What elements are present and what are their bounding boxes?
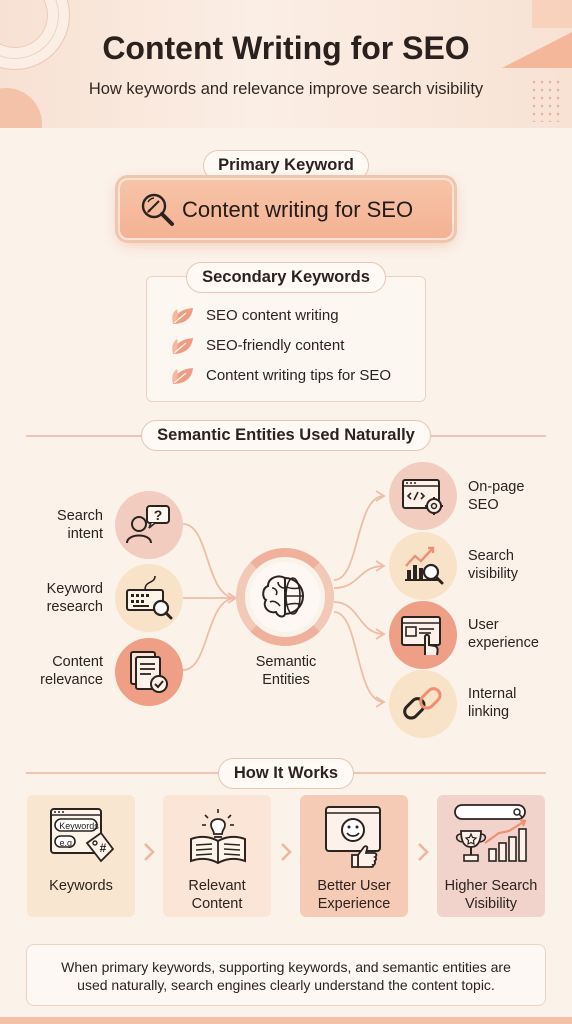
chevron-right-icon xyxy=(281,843,292,861)
step-keywords: # Keywords e.g. Keywords xyxy=(27,795,135,917)
entity-circle-internal-linking xyxy=(389,670,457,738)
header-band xyxy=(0,0,572,128)
book-bulb-icon xyxy=(190,809,246,865)
secondary-keywords-box: SEO content writing SEO-friendly content… xyxy=(146,276,426,402)
entity-circle-user-experience xyxy=(389,601,457,669)
summary-note: When primary keywords, supporting keywor… xyxy=(26,944,546,1006)
keyword-chip-text: Keywords xyxy=(59,821,99,831)
how-it-works-label: How It Works xyxy=(218,758,354,789)
decorative-square xyxy=(532,0,572,28)
primary-keyword-text: Content writing for SEO xyxy=(182,197,414,222)
code-gear-icon xyxy=(402,479,443,515)
magnifier-pen-icon xyxy=(138,190,178,235)
entity-circle-search-visibility xyxy=(389,532,457,600)
secondary-keyword-text: Content writing tips for SEO xyxy=(206,367,392,384)
chevron-right-icon xyxy=(144,843,155,861)
step-label: Keywords xyxy=(49,878,113,894)
keyboard-search-icon xyxy=(126,575,173,620)
person-question-icon: ? xyxy=(126,505,170,544)
chevron-right-icon xyxy=(418,843,429,861)
secondary-keyword-text: SEO-friendly content xyxy=(206,337,345,354)
chain-link-icon xyxy=(403,687,442,720)
hand-click-icon xyxy=(401,616,441,656)
leaf-icon xyxy=(172,368,193,384)
example-chip-text: e.g. xyxy=(59,838,75,848)
svg-text:#: # xyxy=(100,841,107,855)
leaf-icon xyxy=(172,308,193,324)
brain-globe-icon xyxy=(262,575,304,618)
document-check-icon xyxy=(130,651,168,693)
trophy-chart-icon xyxy=(454,804,527,862)
entity-circle-keyword-research xyxy=(115,564,183,632)
leaf-icon xyxy=(172,338,193,354)
primary-keyword-box: Content writing for SEO xyxy=(118,178,454,240)
secondary-keyword-text: SEO content writing xyxy=(206,307,339,324)
smiley-thumb-icon xyxy=(325,806,381,868)
bottom-accent-bar xyxy=(0,1017,572,1024)
decorative-dots xyxy=(530,78,562,122)
semantic-hub xyxy=(250,562,320,632)
chart-magnifier-icon xyxy=(405,546,444,585)
semantic-hub-ring-accent xyxy=(236,548,334,646)
primary-keyword-label: Primary Keyword xyxy=(203,150,369,181)
entity-circle-search-intent: ? xyxy=(115,491,183,559)
connector-lines xyxy=(182,490,386,708)
keyword-tags-icon: # xyxy=(50,808,115,863)
semantic-entities-label: Semantic Entities Used Naturally xyxy=(141,420,431,451)
page-title: Content Writing for SEO xyxy=(102,30,470,66)
entity-circle-on-page-seo xyxy=(389,462,457,530)
entity-circle-content-relevance xyxy=(115,638,183,706)
page-subtitle: How keywords and relevance improve searc… xyxy=(88,80,484,98)
secondary-keywords-label: Secondary Keywords xyxy=(186,262,386,293)
svg-text:?: ? xyxy=(154,507,163,523)
decorative-triangle xyxy=(502,32,572,68)
